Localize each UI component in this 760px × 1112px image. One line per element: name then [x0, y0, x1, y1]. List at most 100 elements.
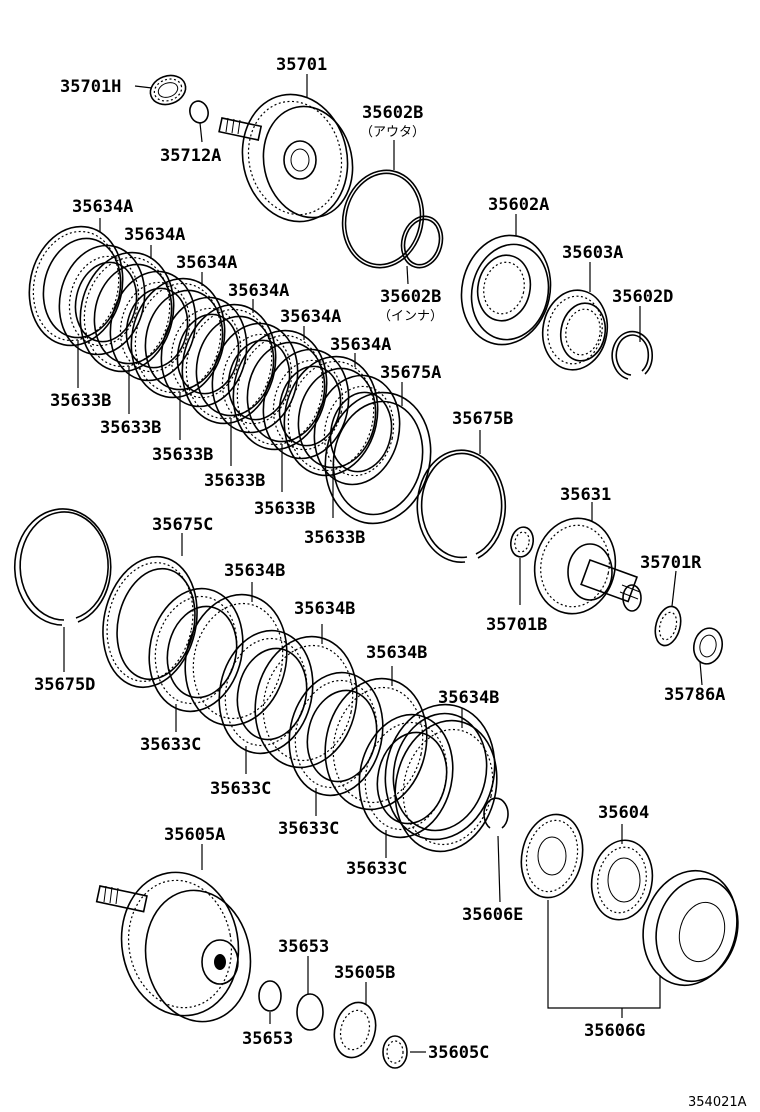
part-35605a-clutch-drum — [95, 871, 252, 1023]
part-35675d-snap-ring — [13, 508, 112, 626]
part-35701r-bearing — [654, 605, 682, 647]
clutch-disc-outline — [384, 703, 496, 841]
clutch-disc-outline — [394, 719, 498, 853]
clutch-disc-outline — [402, 728, 494, 846]
label-35603a: 35603A — [562, 243, 623, 263]
clutch-disc-outline — [272, 359, 344, 451]
label-35604: 35604 — [598, 803, 649, 823]
label-35633b-3: 35633B — [152, 445, 213, 465]
label-35602b-inner-note: （インナ） — [378, 309, 443, 324]
label-35634a-1: 35634A — [72, 197, 133, 217]
part-35602a-piston — [460, 234, 552, 346]
part-35653-o-ring-a — [258, 980, 282, 1012]
label-35605c: 35605C — [428, 1043, 489, 1063]
part-35604-spring — [590, 839, 654, 921]
label-35605a: 35605A — [164, 825, 225, 845]
clutch-disc-outline — [332, 686, 424, 804]
clutch-disc-outline — [170, 307, 242, 399]
part-35602b-inner-seal — [400, 215, 444, 269]
diagram-code: 354021A — [688, 1095, 747, 1110]
label-35634a-5: 35634A — [280, 307, 341, 327]
label-35675a: 35675A — [380, 363, 441, 383]
clutch-disc-outline — [262, 644, 354, 762]
part-35602d-snap-ring — [611, 330, 654, 380]
clutch-disc-outline — [313, 374, 401, 486]
clutch-disc-outline — [144, 289, 224, 391]
clutch-disc-outline — [42, 237, 122, 339]
clutch-disc-outline — [148, 587, 244, 713]
label-35634b-1: 35634B — [224, 561, 285, 581]
clutch-disc-outline — [28, 225, 124, 347]
label-35701: 35701 — [276, 55, 327, 75]
clutch-disc-outline — [195, 315, 275, 417]
clutch-disc-outline — [294, 679, 378, 789]
label-35605b: 35605B — [334, 963, 395, 983]
part-35653-o-ring-b — [296, 993, 324, 1031]
part-35631-hub-shaft — [533, 517, 642, 615]
part-35603a-return-spring — [541, 289, 609, 371]
clutch-disc-outline — [134, 282, 222, 394]
clutch-disc-outline — [364, 721, 448, 831]
clutch-disc-outline — [392, 712, 488, 832]
label-35602b-outer-note: （アウタ） — [360, 125, 425, 140]
clutch-disc-outline — [323, 385, 395, 477]
part-35605c-needle-bearing — [382, 1035, 408, 1069]
clutch-disc-outline — [93, 263, 173, 365]
label-35631: 35631 — [560, 485, 611, 505]
label-35633b-2: 35633B — [100, 418, 161, 438]
part-35605b-bearing — [333, 1001, 377, 1059]
label-35602b-inner: 35602B — [380, 287, 441, 307]
label-35634a-6: 35634A — [330, 335, 391, 355]
clutch-disc-outline — [329, 391, 393, 473]
part-35786a-bushing — [693, 627, 723, 665]
clutch-disc-outline — [236, 334, 324, 446]
clutch-disc-outline — [283, 355, 379, 477]
label-35675d: 35675D — [34, 675, 95, 695]
label-35602d: 35602D — [612, 287, 673, 307]
label-35675b: 35675B — [452, 409, 513, 429]
part-35712a-o-ring — [189, 100, 209, 124]
clutch-disc-outline — [192, 602, 284, 720]
part-35606e-snap-ring — [483, 797, 509, 829]
part-35606g-cylinder — [642, 869, 739, 987]
label-35602b-outer: 35602B — [362, 103, 423, 123]
label-35701h: 35701H — [60, 77, 121, 97]
clutch-disc-outline — [68, 255, 140, 347]
part-35606g-piston-assembly — [520, 813, 584, 899]
clutch-disc-outline — [119, 281, 191, 373]
label-35675c: 35675C — [152, 515, 213, 535]
label-35701r: 35701R — [640, 553, 702, 573]
clutch-disc-outline — [254, 635, 358, 769]
label-35633c-1: 35633C — [140, 735, 201, 755]
label-35712a: 35712A — [160, 146, 221, 166]
clutch-disc-outline — [288, 671, 384, 797]
label-35606g: 35606G — [584, 1021, 645, 1041]
clutch-disc-outline — [218, 629, 314, 755]
clutch-disc-outline — [184, 593, 288, 727]
label-35634b-2: 35634B — [294, 599, 355, 619]
clutch-disc-outline — [185, 308, 273, 420]
part-35675b-snap-ring — [416, 449, 507, 563]
clutch-disc-outline — [79, 251, 175, 373]
label-35634a-4: 35634A — [228, 281, 289, 301]
label-35633c-3: 35633C — [278, 819, 339, 839]
clutch-disc-outline — [154, 595, 238, 705]
label-35602a: 35602A — [488, 195, 549, 215]
label-35786a: 35786A — [664, 685, 725, 705]
label-35634a-2: 35634A — [124, 225, 185, 245]
clutch-pack-lower — [102, 555, 498, 858]
clutch-disc-outline — [224, 637, 308, 747]
label-35701b: 35701B — [486, 615, 547, 635]
label-35633c-4: 35633C — [346, 859, 407, 879]
clutch-disc-outline — [297, 367, 377, 469]
clutch-disc-outline — [324, 677, 428, 811]
label-35606e: 35606E — [462, 905, 523, 925]
label-35634b-3: 35634B — [366, 643, 427, 663]
label-35634a-3: 35634A — [176, 253, 237, 273]
label-35633b-1: 35633B — [50, 391, 111, 411]
clutch-disc-outline — [221, 333, 293, 425]
part-35701b-bearing — [509, 526, 535, 558]
clutch-disc-outline — [106, 562, 194, 682]
clutch-disc-outline — [83, 256, 171, 368]
